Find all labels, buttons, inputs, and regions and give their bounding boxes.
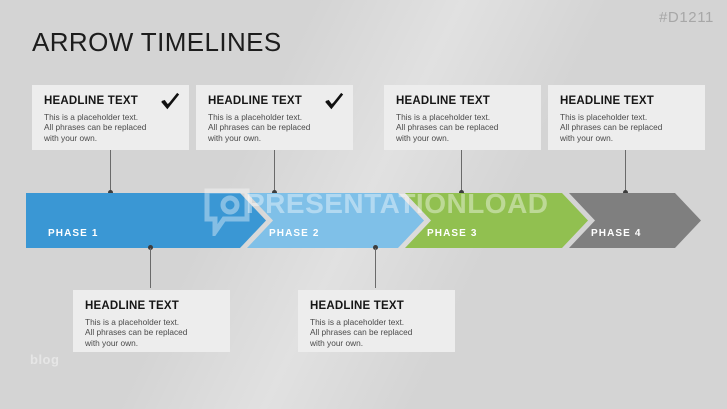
connector-top-4 [625,150,626,193]
top-card-2-body: This is a placeholder text. All phrases … [208,112,311,143]
top-card-4-headline: HEADLINE TEXT [560,95,654,107]
check-icon [325,92,344,110]
phase-arrow-bar: PHASE 1 PHASE 2 PHASE 3 PHASE 4 [26,193,701,248]
top-card-3[interactable]: HEADLINE TEXT This is a placeholder text… [384,85,541,150]
top-card-3-headline: HEADLINE TEXT [396,95,490,107]
top-card-1-body: This is a placeholder text. All phrases … [44,112,147,143]
phase-2-label: PHASE 2 [269,228,320,239]
phase-chevron-3[interactable]: PHASE 3 [405,193,588,248]
bottom-card-1-body: This is a placeholder text. All phrases … [85,317,188,348]
top-card-1[interactable]: HEADLINE TEXT This is a placeholder text… [32,85,189,150]
connector-dot-top-4 [623,190,628,195]
top-card-4-body: This is placeholder text. All phrases ca… [560,112,663,143]
connector-dot-top-3 [459,190,464,195]
connector-dot-top-2 [272,190,277,195]
phase-1-label: PHASE 1 [48,228,99,239]
bottom-card-1-headline: HEADLINE TEXT [85,300,179,312]
top-card-4[interactable]: HEADLINE TEXT This is placeholder text. … [548,85,705,150]
page-title: ARROW TIMELINES [32,27,282,57]
corner-watermark: blog [30,352,60,367]
phase-chevron-2[interactable]: PHASE 2 [247,193,424,248]
top-card-1-headline: HEADLINE TEXT [44,95,138,107]
connector-bottom-2 [375,248,376,288]
connector-top-1 [110,150,111,193]
phase-4-label: PHASE 4 [591,228,642,239]
bottom-card-2[interactable]: HEADLINE TEXT This is a placeholder text… [298,290,455,352]
bottom-card-2-body: This is a placeholder text. All phrases … [310,317,413,348]
top-card-2-headline: HEADLINE TEXT [208,95,302,107]
connector-bottom-1 [150,248,151,288]
connector-dot-top-1 [108,190,113,195]
bottom-card-2-headline: HEADLINE TEXT [310,300,404,312]
connector-dot-bottom-1 [148,245,153,250]
slide-code-label: #D1211 [658,9,714,26]
phase-chevron-4[interactable]: PHASE 4 [569,193,701,248]
bottom-card-1[interactable]: HEADLINE TEXT This is a placeholder text… [73,290,230,352]
phase-3-label: PHASE 3 [427,228,478,239]
connector-top-3 [461,150,462,193]
connector-dot-bottom-2 [373,245,378,250]
check-icon [161,92,180,110]
top-card-3-body: This is a placeholder text. All phrases … [396,112,499,143]
top-card-2[interactable]: HEADLINE TEXT This is a placeholder text… [196,85,353,150]
phase-chevron-1[interactable]: PHASE 1 [26,193,266,248]
connector-top-2 [274,150,275,193]
